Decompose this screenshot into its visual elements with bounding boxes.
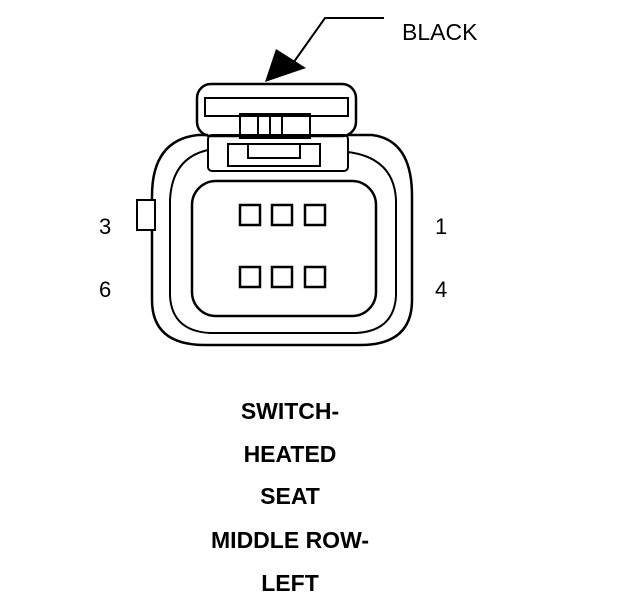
color-label: BLACK [402,19,478,45]
pin-label-6: 6 [99,277,111,302]
title-line-2: HEATED [243,441,337,467]
connector-housing-inner [169,149,397,334]
title-line-1: SWITCH- [240,398,340,424]
connector-latch [195,82,358,172]
title-line-4: MIDDLE ROW- [211,527,369,553]
pin-cavities [238,203,327,289]
connector-housing-outer [150,133,414,347]
pin-label-3: 3 [99,214,111,239]
title-line-5: LEFT [261,570,319,596]
pin-label-1: 1 [435,214,447,239]
cavity-4 [303,265,327,289]
pin-label-4: 4 [435,277,447,302]
cavity-5 [270,265,294,289]
pin-cavity-block [190,179,378,318]
color-leader [265,17,384,82]
cavity-6 [238,265,262,289]
cavity-2 [270,203,294,227]
connector-key-tab [136,199,156,231]
cavity-1 [303,203,327,227]
cavity-3 [238,203,262,227]
title-line-3: SEAT [260,483,320,509]
